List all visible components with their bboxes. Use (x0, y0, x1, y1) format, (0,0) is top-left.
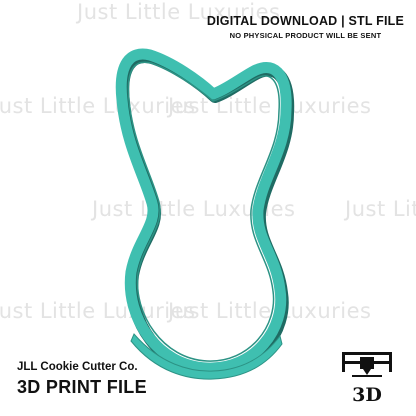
download-notice: DIGITAL DOWNLOAD | STL FILE NO PHYSICAL … (207, 14, 404, 40)
brand-block: JLL Cookie Cutter Co. 3D PRINT FILE (17, 361, 147, 398)
3d-printer-icon: 3D (342, 352, 392, 406)
file-type-label: 3D PRINT FILE (17, 377, 147, 397)
cutter-body (115, 48, 292, 374)
printer-label: 3D (352, 384, 382, 406)
cutter-inner-edge (127, 61, 280, 362)
notice-title: DIGITAL DOWNLOAD | STL FILE (206, 14, 404, 28)
company-name: JLL Cookie Cutter Co. (17, 361, 138, 373)
cutter-flange (130, 333, 283, 380)
notice-subtitle: NO PHYSICAL PRODUCT WILL BE SENT (229, 31, 382, 40)
